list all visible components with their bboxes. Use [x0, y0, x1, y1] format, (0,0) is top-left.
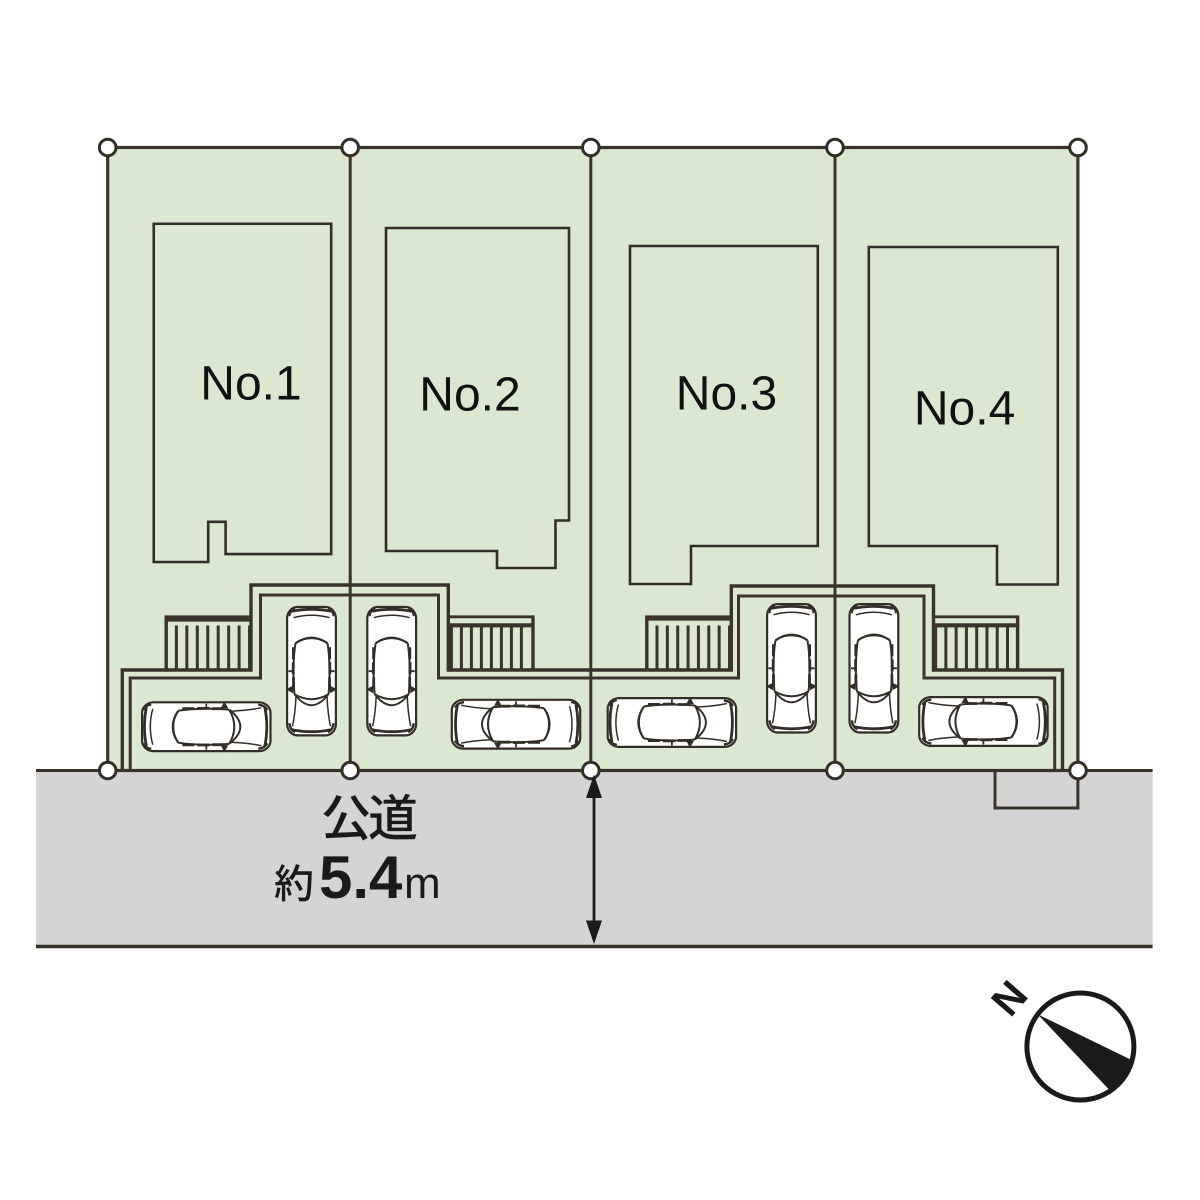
svg-text:m: m — [404, 859, 441, 908]
svg-text:No.2: No.2 — [419, 369, 520, 422]
svg-text:No.4: No.4 — [914, 383, 1015, 436]
svg-text:5.4: 5.4 — [319, 844, 403, 911]
svg-text:No.3: No.3 — [676, 368, 777, 421]
svg-text:No.1: No.1 — [200, 358, 301, 411]
